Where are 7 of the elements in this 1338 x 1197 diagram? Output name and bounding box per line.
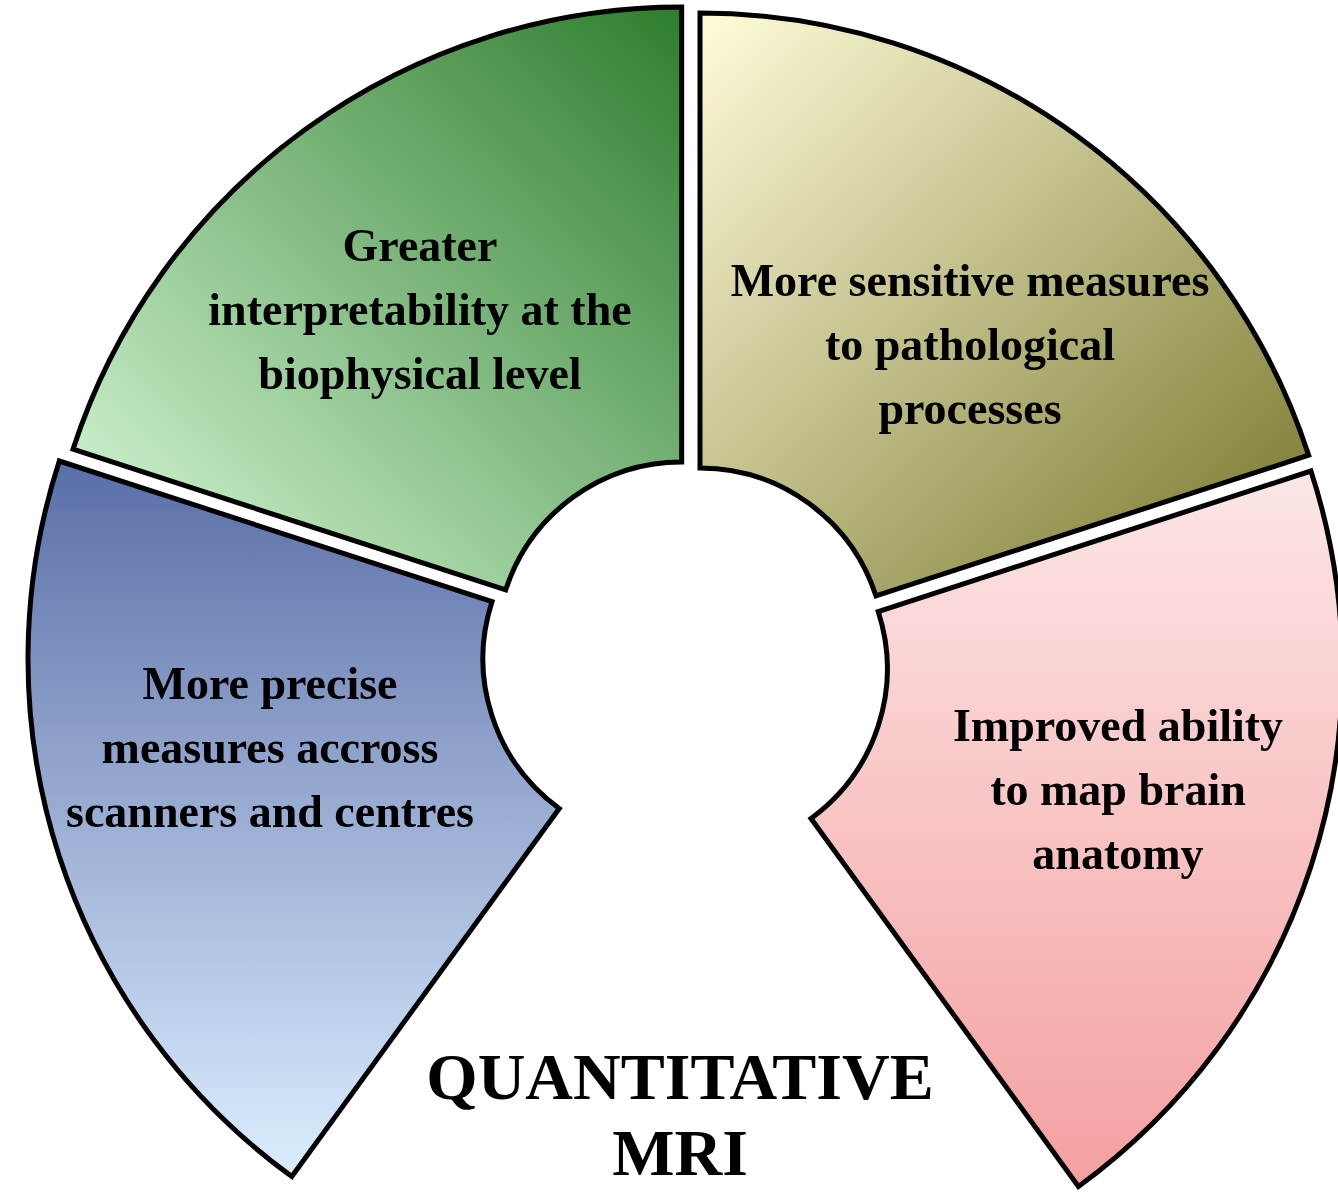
ring-segment: [697, 10, 1312, 599]
segment-text: More sensitive measures to pathological processes: [730, 254, 1210, 436]
ring-segment: [70, 4, 685, 593]
diagram-title: QUANTITATIVE MRI: [425, 1039, 935, 1191]
segment-text: Improved ability to map brain anatomy: [951, 699, 1285, 881]
segment-text: Greater interpretability at the biophysical level: [207, 219, 633, 401]
segment-text: More precise measures accross scanners and centres: [65, 657, 475, 839]
